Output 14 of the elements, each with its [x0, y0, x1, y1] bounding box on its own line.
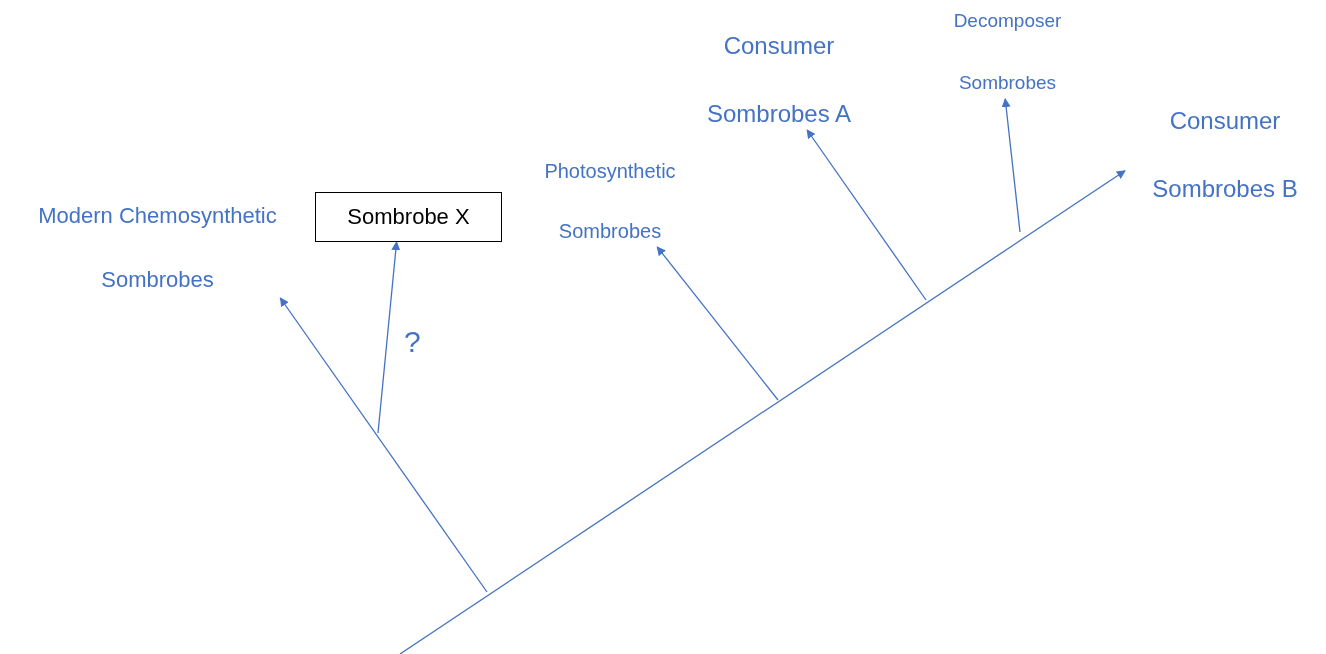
clade-label: Consumer Sombrobes A	[705, 31, 853, 129]
species-name: Sombrobe X	[347, 204, 470, 230]
branch-arrow	[1001, 98, 1021, 233]
clade-label: Photosynthetic Sombrobes	[543, 159, 677, 244]
clade-label: Consumer Sombrobes B	[1151, 106, 1299, 204]
clade-label: Decomposer Sombrobes	[952, 9, 1063, 95]
branch-arrow	[656, 246, 779, 401]
branch-arrow	[806, 129, 927, 301]
branch-arrow	[279, 297, 488, 593]
species-box	[315, 192, 502, 242]
question-mark: ?	[404, 325, 421, 359]
clade-label: Modern Chemosynthetic Sombrobes	[37, 202, 278, 294]
branch-arrow	[377, 241, 401, 434]
branch-arrow	[399, 170, 1126, 654]
